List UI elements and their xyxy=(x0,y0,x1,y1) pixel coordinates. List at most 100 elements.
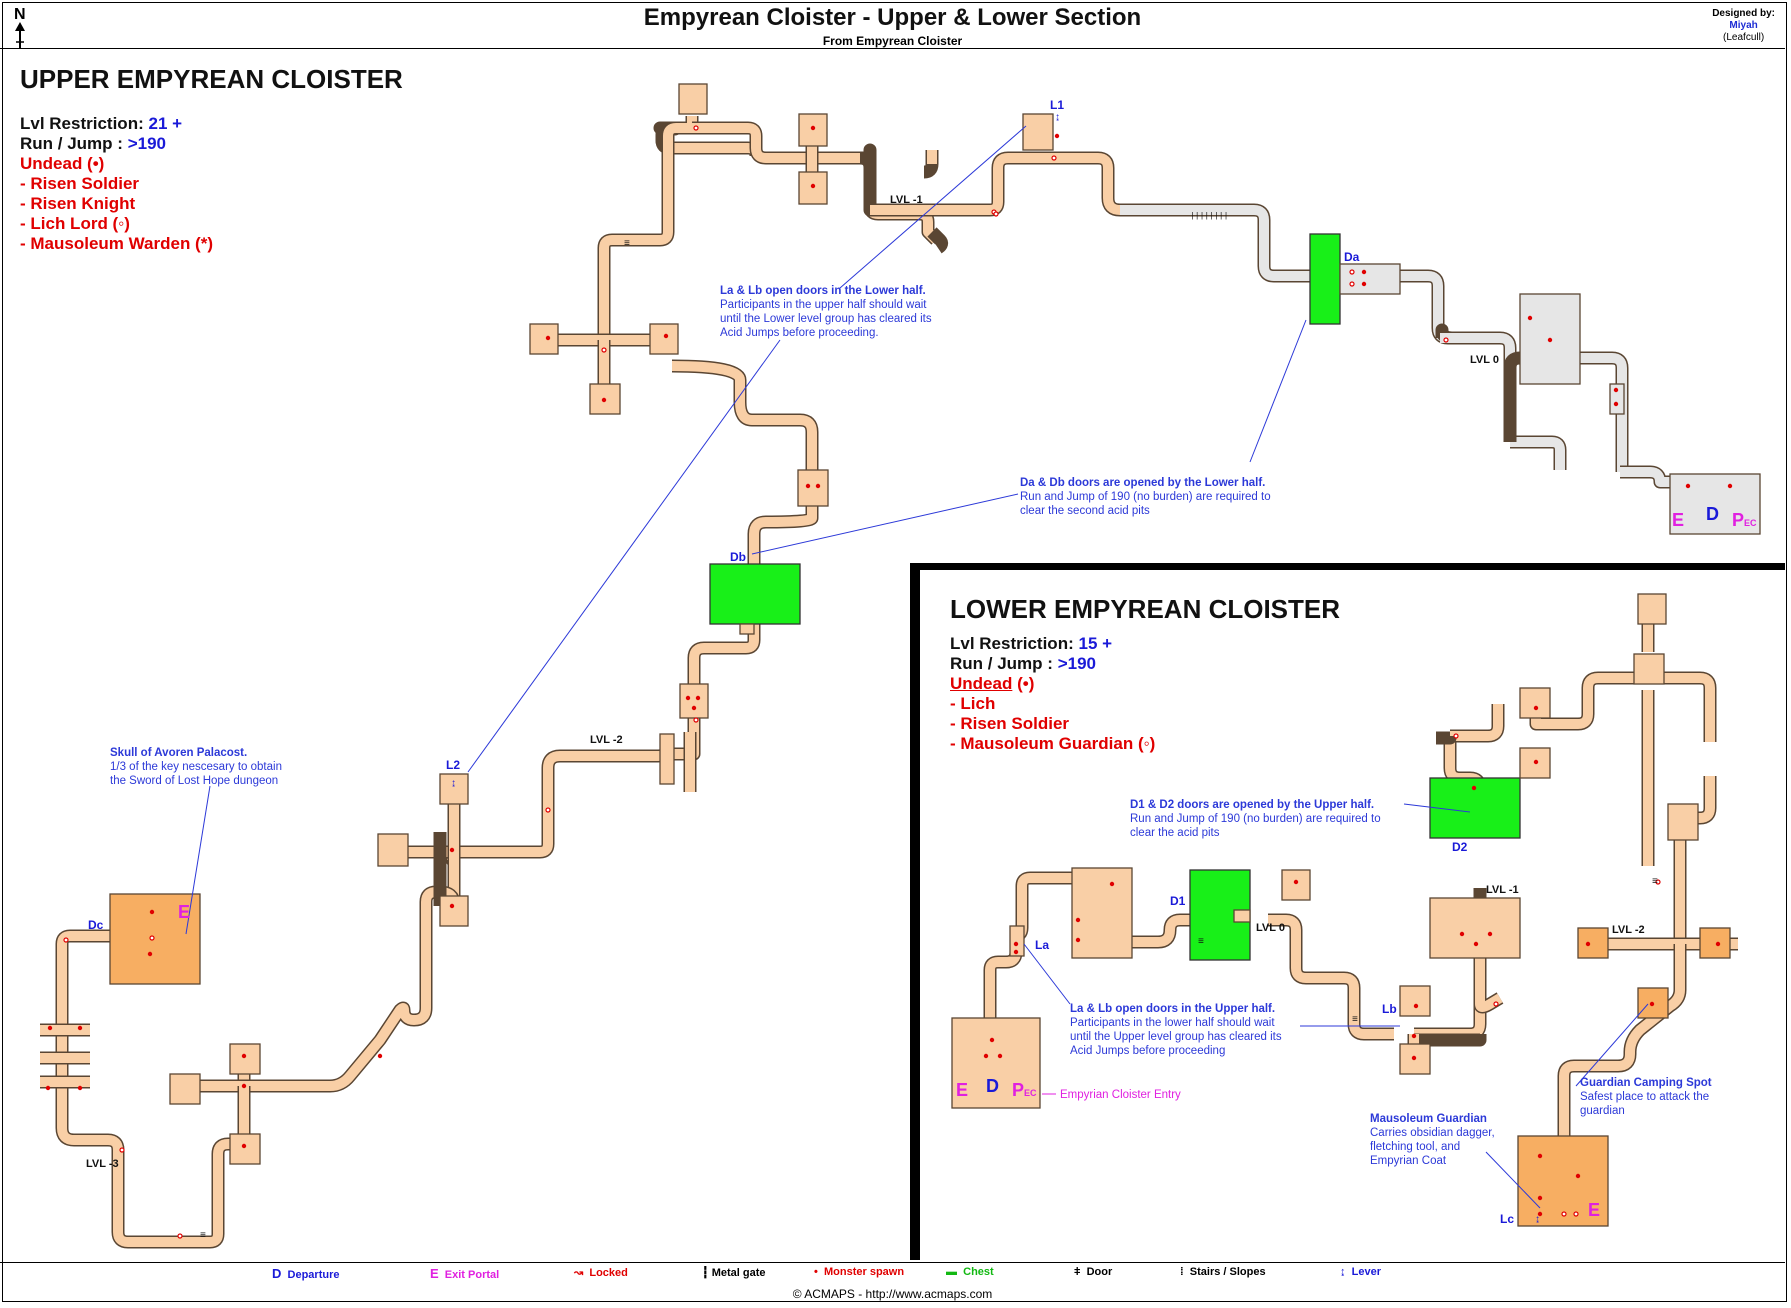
portal-ec-marker: PEC xyxy=(1732,510,1757,530)
lower-callout-lines xyxy=(1023,803,1649,1209)
lower-section-title: LOWER EMPYREAN CLOISTER xyxy=(950,594,1341,624)
note-d1-d2: D1 & D2 doors are opened by the Upper ha… xyxy=(1130,799,1381,839)
upper-monster-item: - Risen Knight xyxy=(20,194,136,213)
svg-text:↨: ↨ xyxy=(451,778,456,789)
north-arrow-icon: N xyxy=(14,6,26,48)
room xyxy=(169,1073,201,1105)
legend-item-departure: D Departure xyxy=(272,1266,340,1281)
note-mausoleum-guardian: Mausoleum Guardian Carries obsidian dagg… xyxy=(1370,1113,1495,1167)
level-label: LVL 0 xyxy=(1470,354,1499,366)
room xyxy=(1519,747,1551,779)
copyright-footer: © ACMAPS - http://www.acmaps.com xyxy=(792,1287,993,1301)
svg-text:≡: ≡ xyxy=(1198,937,1204,948)
room xyxy=(797,469,829,507)
label-l1: L1 xyxy=(1050,98,1065,112)
room xyxy=(1339,263,1401,295)
chest-da xyxy=(1309,233,1341,325)
exit-portal-marker: E xyxy=(1588,1200,1601,1220)
departure-marker: D xyxy=(1706,504,1719,524)
designer-handle: (Leafcull) xyxy=(1723,32,1765,43)
label-lc: Lc xyxy=(1500,1212,1515,1226)
room xyxy=(229,1043,261,1075)
room-top xyxy=(678,83,708,115)
room-l1 xyxy=(1022,113,1054,151)
label-lb: Lb xyxy=(1382,1002,1397,1016)
designed-by-label: Designed by: xyxy=(1712,8,1775,19)
legend-item-stairs: ⁞ Stairs / Slopes xyxy=(1180,1266,1266,1278)
svg-text:≡: ≡ xyxy=(1352,1015,1358,1026)
upper-section-title: UPPER EMPYREAN CLOISTER xyxy=(20,64,403,94)
markers: |||||||| ≡ ≡ ≡ ≡ ≡ ↨ ↨ ↨ xyxy=(200,112,1658,1242)
lower-undead-label: Undead xyxy=(950,674,1013,693)
legend-bar xyxy=(0,1262,1785,1285)
note-camping-spot: Guardian Camping Spot Safest place to at… xyxy=(1580,1077,1712,1117)
svg-text:≡: ≡ xyxy=(624,239,630,250)
room-guardian xyxy=(1517,1135,1609,1227)
designer-name: Miyah xyxy=(1729,20,1758,31)
upper-monster-item: - Mausoleum Warden (*) xyxy=(20,234,213,253)
departure-marker: D xyxy=(986,1076,999,1096)
page-subtitle: From Empyrean Cloister xyxy=(822,34,963,48)
lower-spawns xyxy=(983,705,1721,1217)
room xyxy=(377,833,409,867)
room xyxy=(439,895,469,927)
lower-rooms xyxy=(951,593,1731,1227)
note-da-db: Da & Db doors are opened by the Lower ha… xyxy=(1020,477,1271,517)
room xyxy=(1429,897,1521,959)
page-title: Empyrean Cloister - Upper & Lower Sectio… xyxy=(643,4,1142,31)
svg-text:≡: ≡ xyxy=(1652,877,1658,888)
room-entry xyxy=(951,1017,1041,1109)
room xyxy=(1637,987,1669,1019)
legend-item-lever: ↨ Lever xyxy=(1340,1266,1381,1278)
note-la-lb-upper: La & Lb open doors in the Lower half. Pa… xyxy=(720,285,932,339)
legend-item-chest: ▬ Chest xyxy=(946,1266,994,1278)
lower-info-block: Lvl Restriction: 15 + Run / Jump : >190 … xyxy=(950,634,1155,754)
label-la: La xyxy=(1035,938,1050,952)
room xyxy=(679,683,709,719)
level-label: LVL -3 xyxy=(86,1158,119,1170)
label-d2: D2 xyxy=(1452,840,1468,854)
upper-run-label: Run / Jump : xyxy=(20,134,123,153)
label-dc: Dc xyxy=(88,918,104,932)
level-label: LVL 0 xyxy=(1256,922,1285,934)
exit-portal-marker: E xyxy=(1672,510,1685,530)
svg-text:↨: ↨ xyxy=(1535,1214,1540,1225)
label-db: Db xyxy=(730,550,746,564)
chest-d2 xyxy=(1429,777,1521,839)
room xyxy=(649,323,679,355)
room xyxy=(1281,869,1311,901)
label-l2: L2 xyxy=(446,758,461,772)
upper-rooms xyxy=(109,83,1761,1165)
level-label: LVL -1 xyxy=(890,194,923,206)
upper-lvl-value: 21 + xyxy=(148,114,183,133)
room-departure xyxy=(1669,473,1761,535)
chest-db xyxy=(709,563,801,625)
level-label: LVL -2 xyxy=(590,734,623,746)
svg-text:N: N xyxy=(14,6,26,23)
label-d1: D1 xyxy=(1170,894,1186,908)
lower-lvl-label: Lvl Restriction: xyxy=(950,634,1074,653)
room xyxy=(1637,593,1667,625)
upper-run-value: >190 xyxy=(127,134,166,153)
label-da: Da xyxy=(1344,250,1360,264)
level-label: LVL -1 xyxy=(1486,884,1519,896)
lower-run-label: Run / Jump : xyxy=(950,654,1053,673)
room xyxy=(1577,927,1609,959)
svg-text:↨: ↨ xyxy=(1055,112,1060,123)
header-divider xyxy=(0,48,1785,49)
portal-ec-marker: PEC xyxy=(1012,1080,1037,1100)
upper-undead-label: Undead (•) xyxy=(20,154,105,173)
upper-monster-item: - Risen Soldier xyxy=(20,174,140,193)
exit-portal-marker: E xyxy=(956,1080,969,1100)
lower-run-value: >190 xyxy=(1057,654,1096,673)
level-label: LVL -2 xyxy=(1612,924,1645,936)
room xyxy=(1633,653,1665,685)
room-l2 xyxy=(439,773,469,805)
note-skull: Skull of Avoren Palacost. 1/3 of the key… xyxy=(110,747,282,787)
designer-credit: Designed by: Miyah (Leafcull) xyxy=(1712,8,1775,44)
upper-spawns xyxy=(45,125,1733,1239)
note-entry: Empyrian Cloister Entry xyxy=(1060,1089,1181,1101)
room xyxy=(1071,867,1133,959)
lower-monster-item: - Lich xyxy=(950,694,996,713)
